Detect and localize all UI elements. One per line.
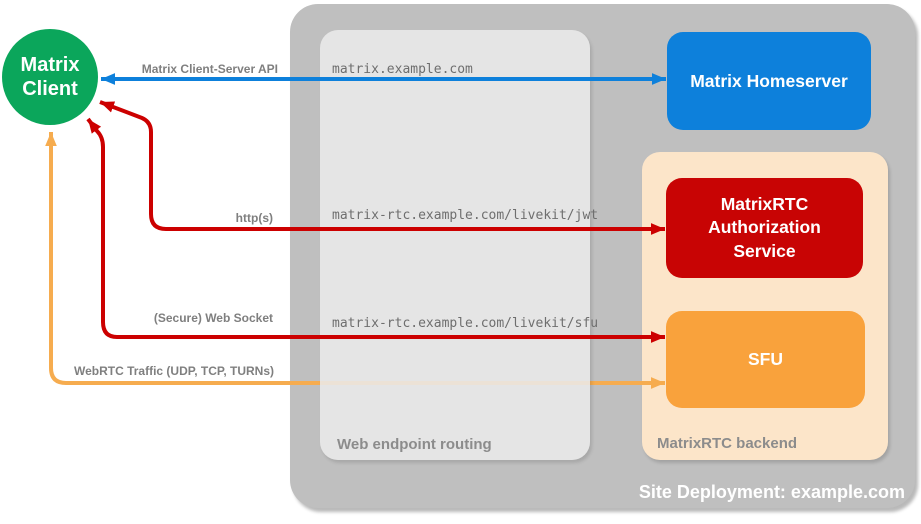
client-server-api-edge-label: Matrix Client-Server API <box>141 62 278 76</box>
https-edge-label: http(s) <box>235 211 273 225</box>
matrix-homeserver-node: Matrix Homeserver <box>667 32 871 130</box>
matrix-homeserver-label: Matrix Homeserver <box>690 70 848 91</box>
matrix-client-label: Matrix Client <box>20 54 80 100</box>
matrixrtc-backend-label: MatrixRTC backend <box>657 435 798 452</box>
sfu-label: SFU <box>748 349 783 369</box>
matrix-client-node: Matrix Client <box>2 29 98 125</box>
endpoint-livekit-jwt: matrix-rtc.example.com/livekit/jwt <box>332 208 599 223</box>
matrixrtc-authorization-service-label: MatrixRTC Authorization Service <box>708 193 821 261</box>
web-endpoint-routing-label: Web endpoint routing <box>337 436 492 453</box>
web-endpoint-routing-container <box>320 30 590 460</box>
site-deployment-label: Site Deployment: example.com <box>638 482 905 502</box>
endpoint-livekit-sfu: matrix-rtc.example.com/livekit/sfu <box>332 316 599 331</box>
endpoint-matrix-example-com: matrix.example.com <box>332 62 473 77</box>
webrtc-traffic-edge-label: WebRTC Traffic (UDP, TCP, TURNs) <box>73 364 274 378</box>
websocket-edge-label: (Secure) Web Socket <box>153 311 273 325</box>
sfu-node: SFU <box>666 311 865 408</box>
matrixrtc-authorization-service-node: MatrixRTC Authorization Service <box>666 178 863 278</box>
